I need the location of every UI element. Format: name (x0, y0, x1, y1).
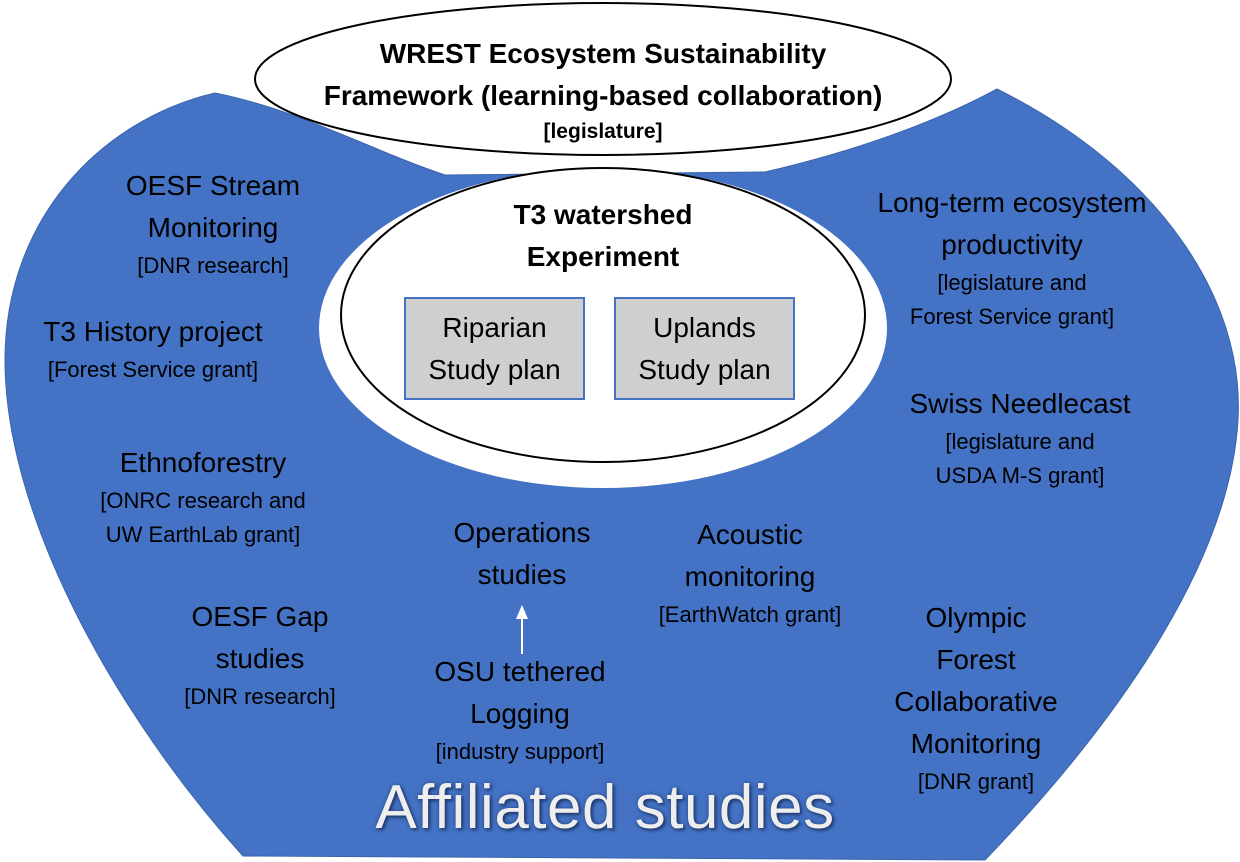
study-name-line: OESF Stream (125, 170, 301, 201)
framework-ellipse (254, 2, 952, 156)
study-name-line: Forest (936, 644, 1016, 675)
study-funding: Forest Service grant] (909, 304, 1115, 329)
uplands-study-plan-box[interactable]: Uplands Study plan (614, 297, 795, 400)
study-long-term-ecosystem-productivity: Long-term ecosystem productivity [legisl… (852, 182, 1172, 334)
study-olympic-forest-collaborative-monitoring: Olympic Forest Collaborative Monitoring … (856, 597, 1096, 799)
study-name-line: Monitoring (147, 212, 279, 243)
core-title-line1: T3 watershed (513, 199, 693, 230)
riparian-line2: Study plan (428, 353, 561, 385)
study-name-line: studies (477, 559, 567, 590)
affiliated-studies-label: Affiliated studies (375, 773, 835, 842)
study-name-line: productivity (941, 229, 1083, 260)
framework-title-line2: Framework (learning-based collaboration) (323, 80, 883, 111)
study-name-line: studies (215, 643, 305, 674)
study-acoustic-monitoring: Acoustic monitoring [EarthWatch grant] (630, 514, 870, 632)
study-funding: [DNR research] (137, 253, 289, 278)
framework-title-line1: WREST Ecosystem Sustainability (379, 38, 827, 69)
study-funding: [ONRC research and (100, 488, 306, 513)
study-name-line: Collaborative (894, 686, 1058, 717)
study-funding: [industry support] (435, 739, 605, 764)
study-funding: [legislature and (945, 429, 1095, 454)
study-name-line: Monitoring (910, 728, 1042, 759)
framework-label: WREST Ecosystem Sustainability Framework… (253, 33, 953, 147)
study-operations-studies: Operations studies (412, 512, 632, 596)
uplands-line2: Study plan (638, 353, 771, 385)
core-label: T3 watershed Experiment (403, 194, 803, 278)
study-name-line: monitoring (684, 561, 816, 592)
study-name-line: Operations (453, 517, 591, 548)
study-funding: USDA M-S grant] (935, 463, 1105, 488)
study-name-line: T3 History project (43, 316, 263, 347)
study-name-line: Long-term ecosystem (877, 187, 1147, 218)
study-oesf-stream-monitoring: OESF Stream Monitoring [DNR research] (93, 165, 333, 283)
riparian-line1: Riparian (442, 311, 547, 343)
study-t3-history-project: T3 History project [Forest Service grant… (13, 311, 293, 387)
study-name-line: OSU tethered (434, 656, 606, 687)
study-oesf-gap-studies: OESF Gap studies [DNR research] (150, 596, 370, 714)
study-funding: [DNR grant] (917, 769, 1035, 794)
study-name-line: Logging (470, 698, 570, 729)
uplands-line1: Uplands (653, 311, 756, 343)
study-funding: [EarthWatch grant] (658, 602, 842, 627)
study-funding: [DNR research] (184, 684, 336, 709)
study-funding: UW EarthLab grant] (105, 522, 301, 547)
riparian-study-plan-box[interactable]: Riparian Study plan (404, 297, 585, 400)
study-funding: [legislature and (937, 270, 1087, 295)
study-funding: [Forest Service grant] (47, 357, 259, 382)
study-osu-tethered-logging: OSU tethered Logging [industry support] (400, 651, 640, 769)
study-name-line: OESF Gap (191, 601, 329, 632)
study-name-line: Olympic (925, 602, 1027, 633)
study-name-line: Ethnoforestry (119, 447, 287, 478)
study-swiss-needlecast: Swiss Needlecast [legislature and USDA M… (880, 383, 1160, 493)
study-ethnoforestry: Ethnoforestry [ONRC research and UW Eart… (73, 442, 333, 552)
core-title-line2: Experiment (526, 241, 680, 272)
study-name-line: Swiss Needlecast (909, 388, 1131, 419)
framework-funding: [legislature] (543, 120, 663, 143)
study-name-line: Acoustic (697, 519, 803, 550)
arrow-osu-to-operations (516, 605, 528, 654)
